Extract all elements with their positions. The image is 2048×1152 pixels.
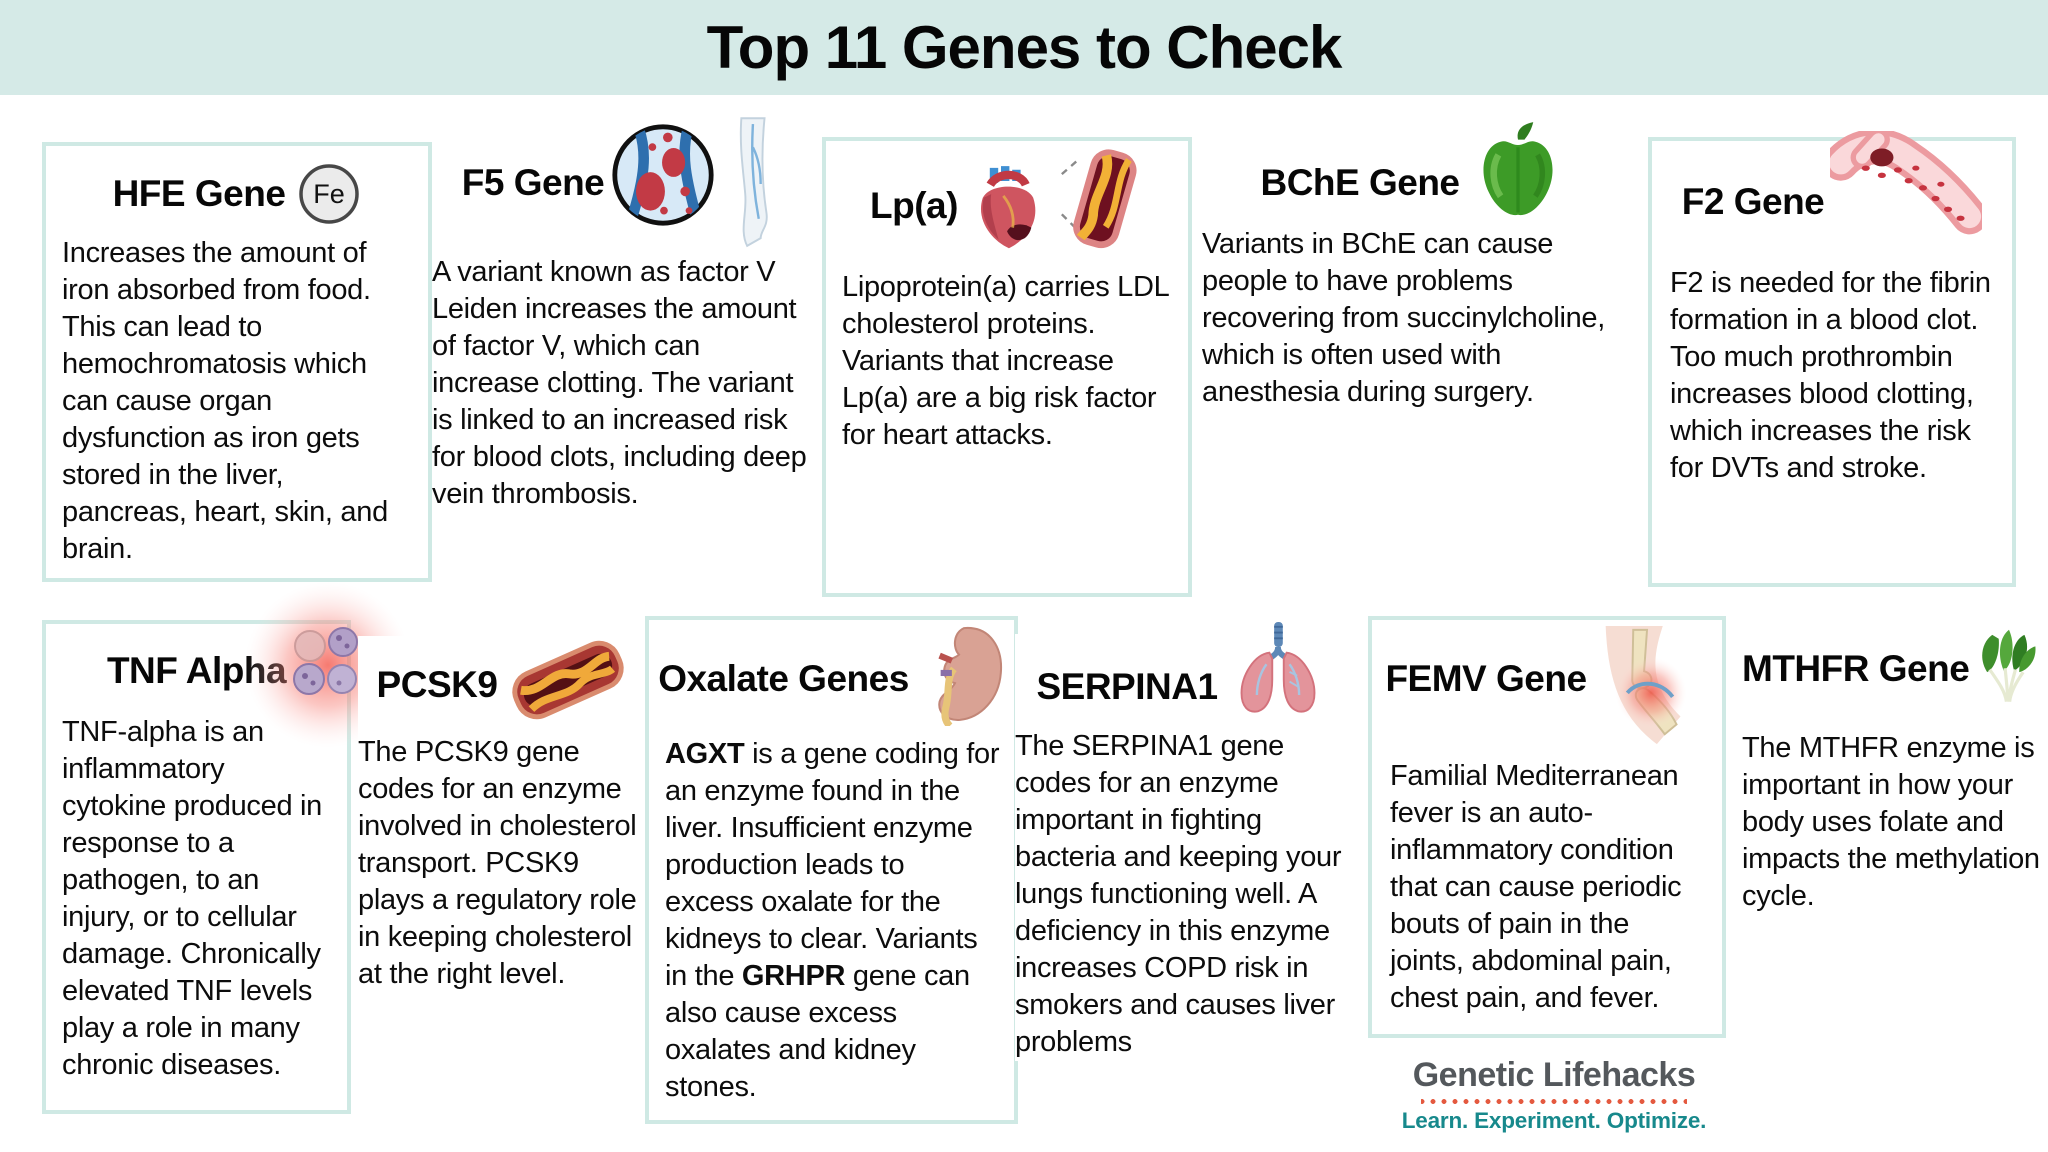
card-title: Oxalate Genes	[658, 658, 909, 699]
gene-card-tnf: TNF Alpha TNF-alpha is an inflammatory c…	[42, 582, 411, 1114]
gene-card-f2: F2 Gene F2 is needed for the fibrin form…	[1648, 131, 2016, 587]
card-title: BChE Gene	[1260, 162, 1460, 203]
card-title: F5 Gene	[461, 162, 605, 203]
card-head: HFE Gene Fe	[46, 162, 428, 226]
card-head: BChE Gene	[1202, 122, 1622, 218]
card-head: SERPINA1	[1015, 622, 1347, 722]
card-body: AGXT is a gene coding for an enzyme foun…	[665, 738, 1000, 1103]
card-head: F5 Gene	[432, 117, 810, 252]
logo-dotted-divider	[1421, 1098, 1687, 1105]
gene-card-bche: BChE Gene Variants in BChE can cause peo…	[1202, 122, 1622, 411]
page-title: Top 11 Genes to Check	[706, 14, 1343, 81]
brand-tagline: Learn. Experiment. Optimize.	[1401, 1108, 1707, 1133]
card-body: The SERPINA1 gene codes for an enzyme im…	[1015, 730, 1342, 1058]
card-head: F2 Gene	[1652, 131, 2012, 259]
card-title: SERPINA1	[1036, 666, 1218, 707]
card-body: A variant known as factor V Leiden incre…	[432, 256, 807, 510]
artery-cross-section-icon	[1060, 149, 1137, 249]
card-body: F2 is needed for the fibrin formation in…	[1670, 267, 1991, 484]
gene-card-pcsk9: PCSK9 The PCSK9 gene codes for an enzyme…	[358, 636, 646, 993]
gene-card-mthfr: MTHFR Gene The MTHFR enzyme is important…	[1742, 622, 2044, 915]
gene-card-oxalate: Oxalate Genes AGXT is a gene coding for …	[645, 616, 1018, 1124]
card-title: HFE Gene	[112, 173, 286, 214]
card-title: PCSK9	[376, 664, 498, 705]
heart-icon	[980, 166, 1036, 249]
gene-card-lpa: Lp(a) Lipoprotein(a) carries LDL cholest…	[822, 137, 1192, 597]
vein-clot-icon	[612, 124, 714, 226]
gene-card-f5: F5 Gene A	[432, 117, 810, 513]
card-title: FEMV Gene	[1385, 658, 1587, 699]
card-body: Familial Mediterranean fever is an auto-…	[1390, 760, 1682, 1014]
header-band: Top 11 Genes to Check	[0, 0, 2048, 95]
card-body: TNF-alpha is an inflammatory cytokine pr…	[62, 716, 322, 1081]
gene-card-serpina1: SERPINA1 The SERPINA1 gene codes for an …	[1015, 622, 1347, 1061]
card-title: MTHFR Gene	[1742, 648, 1970, 689]
kidney-icon	[938, 627, 1002, 726]
card-head: TNF Alpha	[46, 650, 347, 692]
card-body: The PCSK9 gene codes for an enzyme invol…	[358, 736, 637, 990]
card-head: MTHFR Gene	[1742, 622, 2044, 726]
inflamed-joint-icon	[1605, 625, 1686, 745]
leafy-greens-icon	[1982, 629, 2036, 702]
card-head: Oxalate Genes	[649, 627, 1014, 726]
blood-vessel-clot-icon	[1830, 131, 1983, 235]
card-title: F2 Gene	[1681, 181, 1825, 222]
card-head: Lp(a)	[826, 149, 1188, 255]
card-title: Lp(a)	[870, 185, 958, 226]
card-body: The MTHFR enzyme is important in how you…	[1742, 732, 2040, 912]
brand-logo: Genetic Lifehacks Learn. Experiment. Opt…	[1398, 1056, 1710, 1134]
svg-text:Fe: Fe	[314, 179, 346, 209]
lungs-icon	[1240, 622, 1315, 713]
artery-plaque-icon	[512, 640, 625, 720]
iron-fe-icon: Fe	[299, 164, 360, 224]
card-body: Variants in BChE can cause people to hav…	[1202, 228, 1606, 408]
brand-name: Genetic Lifehacks	[1412, 1056, 1696, 1094]
bell-pepper-icon	[1482, 122, 1553, 216]
card-body: Lipoprotein(a) carries LDL cholesterol p…	[842, 271, 1169, 451]
card-title: TNF Alpha	[106, 650, 287, 691]
leg-icon	[740, 117, 768, 248]
card-body: Increases the amount of iron absorbed fr…	[62, 237, 388, 565]
gene-card-hfe: HFE Gene Fe Increases the amount of iron…	[42, 142, 432, 582]
gene-card-femv: FEMV Gene Familial Mediterranean fever i…	[1368, 616, 1726, 1038]
card-head: PCSK9	[358, 636, 646, 730]
card-head: FEMV Gene	[1372, 624, 1722, 750]
